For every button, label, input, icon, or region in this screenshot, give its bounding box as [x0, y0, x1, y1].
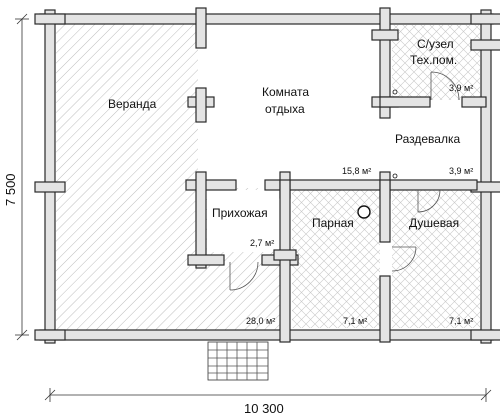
dimension-width-label: 10 300	[244, 401, 284, 415]
entrance-steps	[207, 341, 269, 381]
wc-wall-horizontal	[379, 96, 431, 108]
area-shower: 7,1 м²	[449, 316, 473, 326]
label-sauna: Парная	[312, 216, 354, 230]
stove-icon	[357, 205, 371, 219]
hall-door-swing	[229, 261, 259, 291]
wall-left	[44, 9, 56, 344]
wc-door-swing	[430, 71, 460, 101]
partition-post	[195, 7, 207, 49]
shower-floor	[392, 190, 480, 328]
dimension-height	[15, 13, 29, 341]
drain-icon	[392, 173, 398, 179]
veranda-floor	[56, 22, 198, 332]
label-wc-1: С/узел	[417, 37, 454, 51]
label-hall: Прихожая	[212, 206, 268, 220]
shower-door-swing	[391, 246, 417, 272]
area-wc: 3,9 м²	[449, 83, 473, 93]
wall-bottom	[39, 329, 494, 341]
sauna-left-wall	[279, 179, 291, 343]
corner-cross	[470, 13, 500, 25]
area-sauna: 7,1 м²	[343, 316, 367, 326]
area-lounge: 15,8 м²	[342, 166, 371, 176]
label-wc-2: Тех.пом.	[410, 53, 457, 67]
shower-top-door-swing	[417, 189, 441, 213]
area-changing: 3,9 м²	[449, 166, 473, 176]
label-shower: Душевая	[409, 216, 459, 230]
wall-cross	[470, 39, 500, 51]
wall-right	[480, 9, 492, 344]
partition-post	[195, 87, 207, 123]
hall-left-wall	[195, 171, 207, 269]
sauna-left-cross	[273, 249, 297, 261]
area-veranda: 28,0 м²	[246, 316, 275, 326]
drain-icon	[392, 89, 398, 95]
wc-floor	[392, 25, 480, 100]
shower-left-wall	[379, 179, 391, 243]
dimension-height-label: 7 500	[3, 173, 18, 206]
hall-floor	[207, 190, 282, 252]
wc-wall-horizontal	[461, 96, 487, 108]
label-lounge-1: Комната	[262, 85, 309, 99]
shower-left-wall	[379, 275, 391, 343]
corner-cross	[470, 329, 500, 341]
wall-cross	[34, 181, 66, 193]
label-lounge-2: отдыха	[265, 102, 305, 116]
lounge-bottom-wall	[264, 179, 478, 191]
label-changing: Раздевалка	[395, 132, 460, 146]
wall-top	[39, 13, 494, 25]
hall-bottom-wall	[187, 254, 225, 266]
lounge-bottom-wall	[185, 179, 237, 191]
corner-cross	[34, 329, 66, 341]
wc-wall-cross	[371, 29, 399, 41]
dimension-width	[44, 388, 492, 402]
wc-wall-vertical	[379, 7, 391, 119]
label-veranda: Веранда	[108, 97, 157, 111]
area-hall: 2,7 м²	[250, 238, 274, 248]
corner-cross	[34, 13, 66, 25]
